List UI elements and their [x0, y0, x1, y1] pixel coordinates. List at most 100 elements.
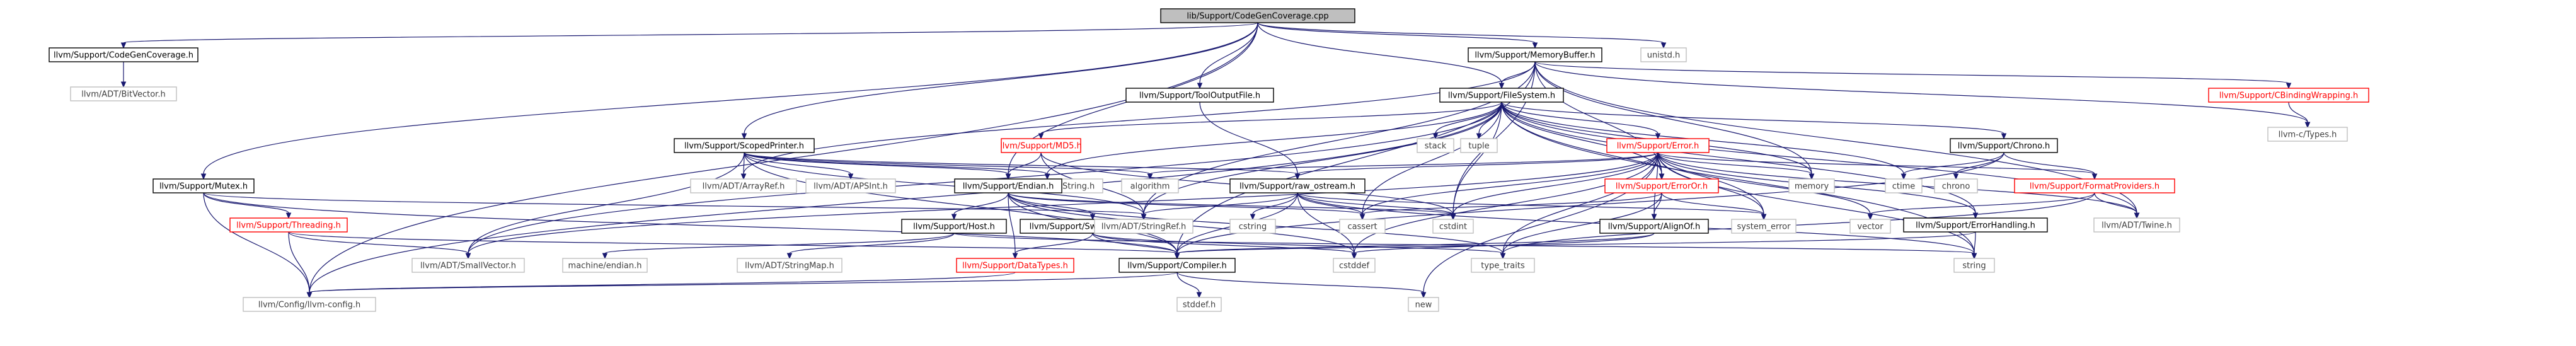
node-label: type_traits: [1481, 262, 1525, 271]
node-label: vector: [1857, 222, 1883, 232]
edge-line: [1257, 22, 1502, 84]
node-box: [1468, 47, 1602, 62]
node-box: [411, 258, 525, 273]
edge-n21-n30: [1141, 192, 1298, 221]
edge-line: [743, 61, 1536, 175]
node-box: [1001, 138, 1081, 153]
node-box: [1094, 219, 1193, 234]
edge-n15-n30: [203, 192, 1147, 221]
edge-line: [288, 231, 1178, 254]
node-label: llvm/ADT/StringMap.h: [745, 262, 834, 271]
edge-arrowhead: [1651, 214, 1657, 221]
node-llvm-support-error-h[interactable]: llvm/Support/Error.h: [1606, 138, 1710, 153]
node-label: algorithm: [1130, 182, 1170, 192]
node-box: [1934, 178, 1978, 193]
node-llvm-support-memorybuffer-h[interactable]: llvm/Support/MemoryBuffer.h: [1468, 47, 1602, 62]
edge-line: [1501, 101, 1659, 134]
node-label: llvm/Support/Host.h: [913, 222, 995, 232]
node-llvm-support-mutex-h[interactable]: llvm/Support/Mutex.h: [152, 178, 255, 193]
node-llvm-support-formatproviders-h[interactable]: llvm/Support/FormatProviders.h: [2014, 178, 2175, 193]
node-llvm-support-erroror-h[interactable]: llvm/Support/ErrorOr.h: [1604, 178, 1719, 193]
edge-arrowhead: [285, 212, 292, 219]
node-llvm-support-codegencoverage-h[interactable]: llvm/Support/CodeGenCoverage.h: [49, 47, 198, 62]
edge-n1-n2: [120, 62, 127, 88]
edge-n6-n10: [1038, 101, 1502, 140]
edge-line: [1015, 233, 1093, 254]
edge-line: [1143, 101, 1502, 215]
node-label: llvm/Support/MD5.h: [1000, 142, 1082, 151]
node-box: [1604, 178, 1719, 193]
node-llvm-support-filesystem-h[interactable]: llvm/Support/FileSystem.h: [1439, 88, 1564, 103]
node-box: [70, 86, 177, 101]
edge-n14-n43: [1174, 152, 2004, 260]
edge-line: [1257, 22, 1536, 43]
node-llvm-support-scopedprinter-h[interactable]: llvm/Support/ScopedPrinter.h: [674, 138, 815, 153]
edge-arrowhead: [848, 173, 854, 180]
node-cassert: cassert: [1339, 219, 1386, 234]
node-box: [1599, 219, 1709, 234]
node-label: cstdint: [1439, 222, 1467, 232]
edge-n6-n11: [1432, 101, 1502, 140]
node-box: [1606, 138, 1710, 153]
edge-line: [1362, 152, 1659, 215]
node-lib-support-codegencoverage-cpp[interactable]: lib/Support/CodeGenCoverage.cpp: [1160, 8, 1355, 23]
edge-line: [2288, 101, 2308, 123]
node-box: [1229, 219, 1276, 234]
node-llvm-support-alignof-h[interactable]: llvm/Support/AlignOf.h: [1599, 219, 1709, 234]
edge-line: [1092, 233, 1355, 254]
edge-arrowhead: [1498, 83, 1505, 89]
edge-n6-n30: [1141, 101, 1502, 221]
edge-arrowhead: [1147, 173, 1153, 180]
node-stddef-h: stddef.h: [1176, 297, 1222, 312]
node-label: llvm/ADT/ArrayRef.h: [703, 182, 785, 192]
edge-line: [1199, 22, 1258, 84]
edge-arrowhead: [465, 253, 471, 260]
edge-line: [1362, 192, 1662, 215]
node-box: [956, 258, 1074, 273]
node-llvm-support-raw-ostream-h[interactable]: llvm/Support/raw_ostream.h: [1229, 178, 1366, 193]
edge-line: [1176, 272, 1424, 293]
node-cstring: cstring: [1229, 219, 1276, 234]
node-llvm-support-host-h[interactable]: llvm/Support/Host.h: [901, 219, 1007, 234]
node-label: llvm/Support/ToolOutputFile.h: [1139, 91, 1260, 101]
node-llvm-support-chrono-h[interactable]: llvm/Support/Chrono.h: [1950, 138, 2058, 153]
node-llvm-support-datatypes-h[interactable]: llvm/Support/DataTypes.h: [956, 258, 1074, 273]
edge-n20-n28: [951, 192, 1009, 221]
node-box: [1121, 178, 1179, 193]
edge-arrowhead: [951, 214, 957, 221]
edge-n0-n9: [741, 22, 1258, 140]
node-label: llvm/Support/ScopedPrinter.h: [684, 142, 804, 151]
node-box: [1339, 219, 1386, 234]
edge-arrowhead: [1174, 253, 1180, 260]
node-llvm-support-compiler-h[interactable]: llvm/Support/Compiler.h: [1118, 258, 1236, 273]
node-llvm-support-errorhandling-h[interactable]: llvm/Support/ErrorHandling.h: [1903, 217, 2048, 233]
edge-n25-n36: [1867, 192, 2095, 221]
node-llvm-support-md5-h[interactable]: llvm/Support/MD5.h: [1000, 138, 1082, 153]
edge-arrowhead: [1900, 173, 1907, 180]
edge-n21-n35: [1297, 192, 1767, 221]
edge-line: [1534, 61, 1812, 175]
edge-n29-n45: [1092, 233, 1506, 260]
edge-arrowhead: [2001, 133, 2007, 140]
edge-n3-n6: [1498, 61, 1536, 89]
node-label: tuple: [1468, 142, 1489, 151]
node-box: [152, 178, 255, 193]
node-llvm-support-cbindingwrapping-h[interactable]: llvm/Support/CBindingWrapping.h: [2208, 88, 2369, 103]
node-llvm-adt-bitvector-h: llvm/ADT/BitVector.h: [70, 86, 177, 101]
edge-line: [1502, 192, 1662, 254]
node-label: memory: [1795, 182, 1829, 192]
edge-line: [1870, 192, 2095, 215]
node-llvm-support-tooloutputfile-h[interactable]: llvm/Support/ToolOutputFile.h: [1125, 88, 1274, 103]
node-llvm-support-threading-h[interactable]: llvm/Support/Threading.h: [229, 217, 348, 233]
edge-line: [203, 192, 289, 214]
node-box: [243, 297, 376, 312]
edge-line: [1534, 61, 2308, 123]
node-llvm-support-endian-h[interactable]: llvm/Support/Endian.h: [954, 178, 1062, 193]
edge-n6-n33: [1450, 101, 1502, 221]
edge-line: [1501, 101, 1812, 175]
node-box: [2093, 217, 2180, 233]
node-llvm-adt-apsint-h: llvm/ADT/APSInt.h: [805, 178, 896, 193]
edge-line: [744, 152, 1048, 175]
node-box: [2208, 88, 2369, 103]
node-algorithm: algorithm: [1121, 178, 1179, 193]
